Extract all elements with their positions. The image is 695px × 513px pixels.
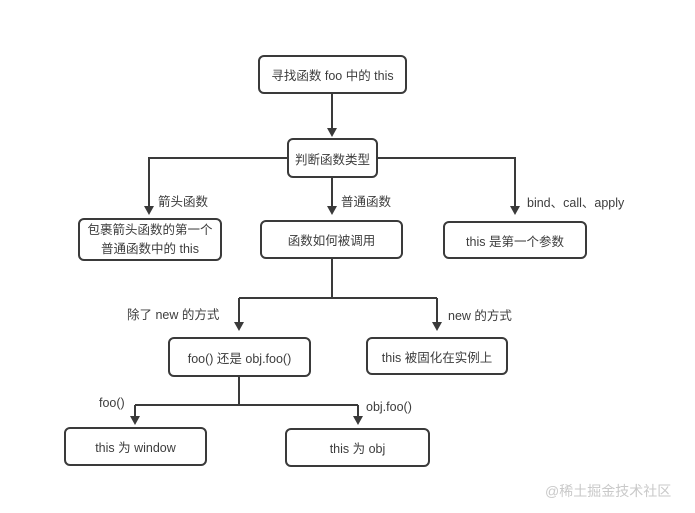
arrowhead-to-foo-or-objfoo: [234, 322, 244, 331]
edge-label-bind-call-apply: bind、call、apply: [527, 196, 625, 210]
arrowhead-to-first-param: [510, 206, 520, 215]
node-first-param: this 是第一个参数: [443, 221, 587, 259]
node-this-obj: this 为 obj: [285, 428, 430, 467]
node-this-window: this 为 window: [64, 427, 207, 466]
node-wrap-arrow-fn-line1: 包裹箭头函数的第一个: [87, 223, 213, 238]
edge-label-obj-foo-call: obj.foo(): [366, 400, 412, 414]
arrowhead-to-wrap-arrow-fn: [144, 206, 154, 215]
arrowhead-to-how-called: [327, 206, 337, 215]
edge-label-foo-call: foo(): [99, 396, 125, 410]
edge-label-arrow-fn: 箭头函数: [158, 195, 209, 209]
arrowhead-to-this-obj: [353, 416, 363, 425]
arrowheads: [130, 128, 520, 425]
node-find-this: 寻找函数 foo 中的 this: [258, 55, 407, 94]
node-judge-type: 判断函数类型: [287, 138, 378, 178]
node-fixed-on-instance: this 被固化在实例上: [366, 337, 508, 375]
edge-label-not-new: 除了 new 的方式: [127, 308, 220, 322]
edge-label-normal-fn: 普通函数: [341, 195, 392, 209]
node-foo-or-objfoo: foo() 还是 obj.foo(): [168, 337, 311, 377]
node-wrap-arrow-fn: 包裹箭头函数的第一个 普通函数中的 this: [78, 218, 222, 261]
watermark: @稀土掘金技术社区: [545, 483, 672, 499]
node-how-called: 函数如何被调用: [260, 220, 403, 259]
connector-lines: [134, 93, 516, 416]
edge-label-new-way: new 的方式: [448, 309, 512, 323]
node-wrap-arrow-fn-line2: 普通函数中的 this: [101, 241, 199, 256]
arrowhead-to-fixed-on-instance: [432, 322, 442, 331]
arrowhead-to-judge-type: [327, 128, 337, 137]
arrowhead-to-this-window: [130, 416, 140, 425]
